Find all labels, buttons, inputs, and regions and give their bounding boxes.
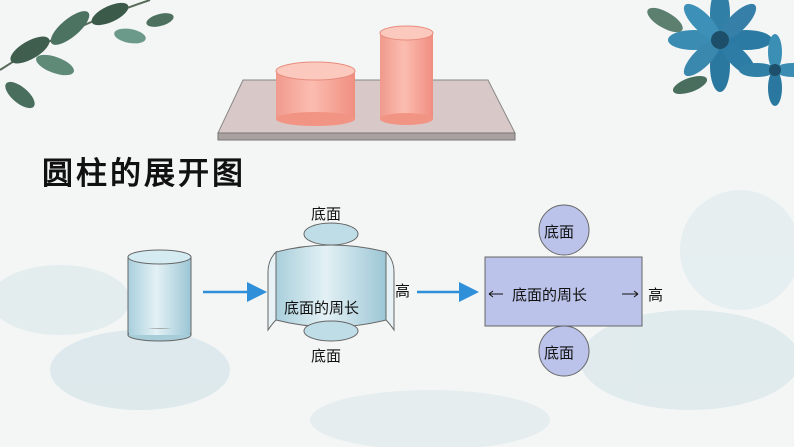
page-title: 圆柱的展开图 xyxy=(42,156,246,192)
rect-height-label: 高 xyxy=(648,286,664,304)
bottom-base-label: 底面 xyxy=(311,347,342,365)
tall-pink-cylinder xyxy=(379,25,434,125)
short-pink-cylinder xyxy=(275,61,356,126)
leaf-branch-decoration xyxy=(0,0,174,109)
rect-top-base-label: 底面 xyxy=(544,223,575,241)
rect-bottom-base-label: 底面 xyxy=(544,344,575,362)
net-rectangle xyxy=(484,256,643,327)
blue-flower-decoration xyxy=(647,0,794,106)
opening-cylinder-shape xyxy=(267,222,395,342)
height-label: 高 xyxy=(395,282,411,300)
top-base-disc xyxy=(303,222,359,246)
net-bottom-circle xyxy=(538,325,590,377)
net-top-circle xyxy=(538,204,590,256)
rect-circumference-label: 底面的周长 xyxy=(512,286,588,304)
cylinder-shape xyxy=(127,249,192,342)
bottom-base-disc xyxy=(303,320,359,342)
top-base-label: 底面 xyxy=(311,205,342,223)
board-edge-shape xyxy=(217,132,516,141)
faded-flowers-decoration xyxy=(0,190,794,447)
circumference-label: 底面的周长 xyxy=(284,299,360,317)
